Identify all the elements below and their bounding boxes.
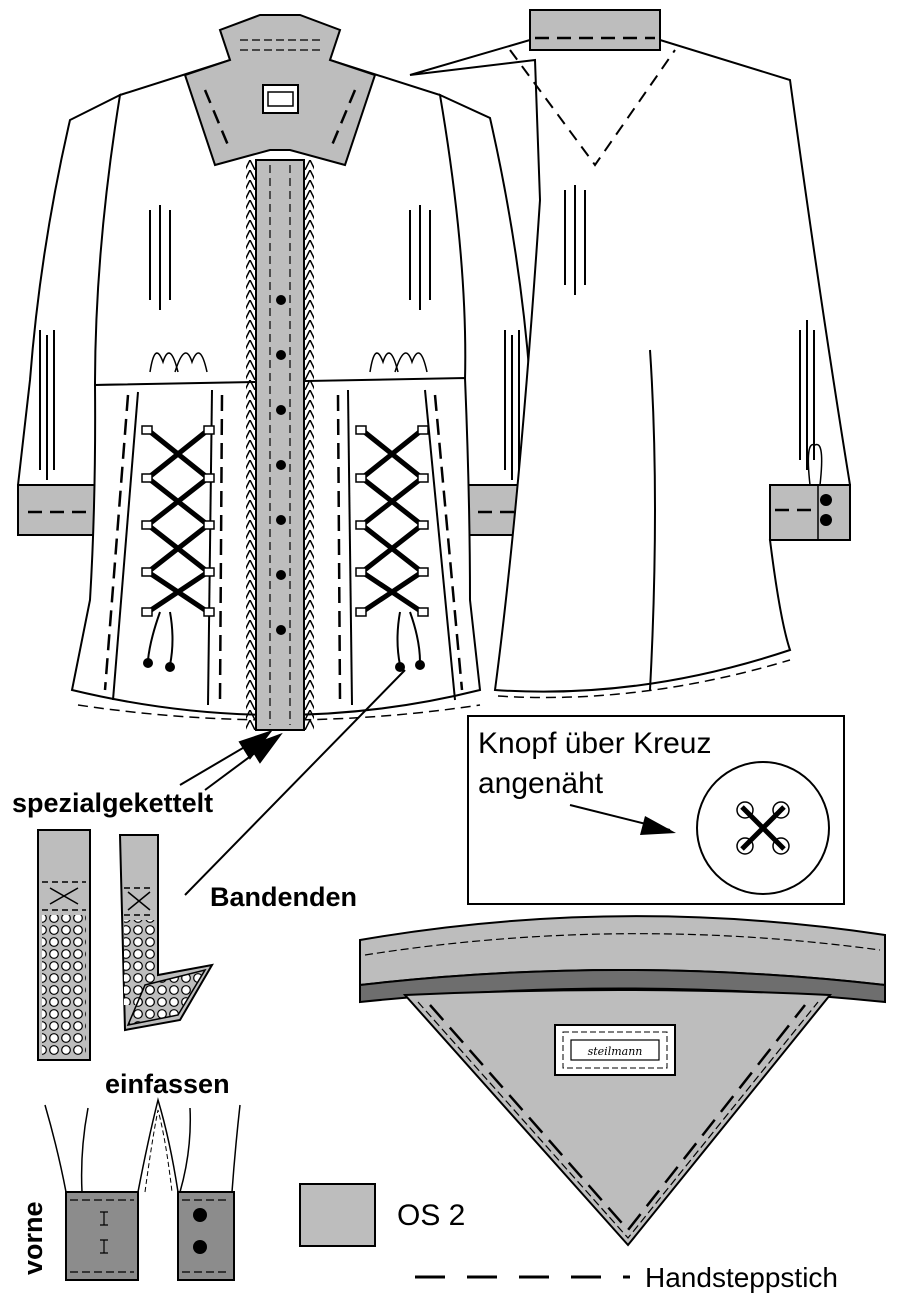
- back-cuff: [769, 484, 851, 541]
- collar-label: [262, 84, 299, 114]
- label-special-chain: spezialgekettelt: [12, 788, 213, 818]
- neck-detail: steilmann: [359, 915, 886, 1247]
- button-note-line1: Knopf über Kreuz: [478, 727, 711, 760]
- back-view-blouse: [409, 9, 851, 699]
- back-collar: [529, 9, 661, 51]
- label-binding: einfassen: [105, 1069, 230, 1099]
- arrow-icon: [640, 816, 676, 835]
- lacing-left: [146, 428, 210, 615]
- legend: OS 2 Handsteppstich: [299, 1183, 838, 1293]
- cross-stitch-icon: [740, 805, 786, 851]
- legend-swatch-code: OS 2: [397, 1199, 465, 1232]
- back-body: [409, 9, 851, 693]
- front-placket: [255, 159, 305, 731]
- button-detail-box: Knopf über Kreuz angenäht: [467, 715, 845, 905]
- legend-hand-stitch: Handsteppstich: [645, 1262, 838, 1293]
- button-note-line2: angenäht: [478, 767, 604, 800]
- front-view-blouse: [16, 14, 547, 731]
- lacing-right: [360, 428, 424, 615]
- label-front: vorne: [18, 1201, 48, 1275]
- legend-fabric-swatch: [299, 1183, 376, 1247]
- label-band-ends: Bandenden: [210, 882, 357, 912]
- pointer-arrows-icon: [179, 730, 283, 791]
- band-end-details: [37, 829, 214, 1061]
- brand-label-text: steilmann: [588, 1045, 643, 1058]
- cuff-binding-detail: [44, 1097, 241, 1281]
